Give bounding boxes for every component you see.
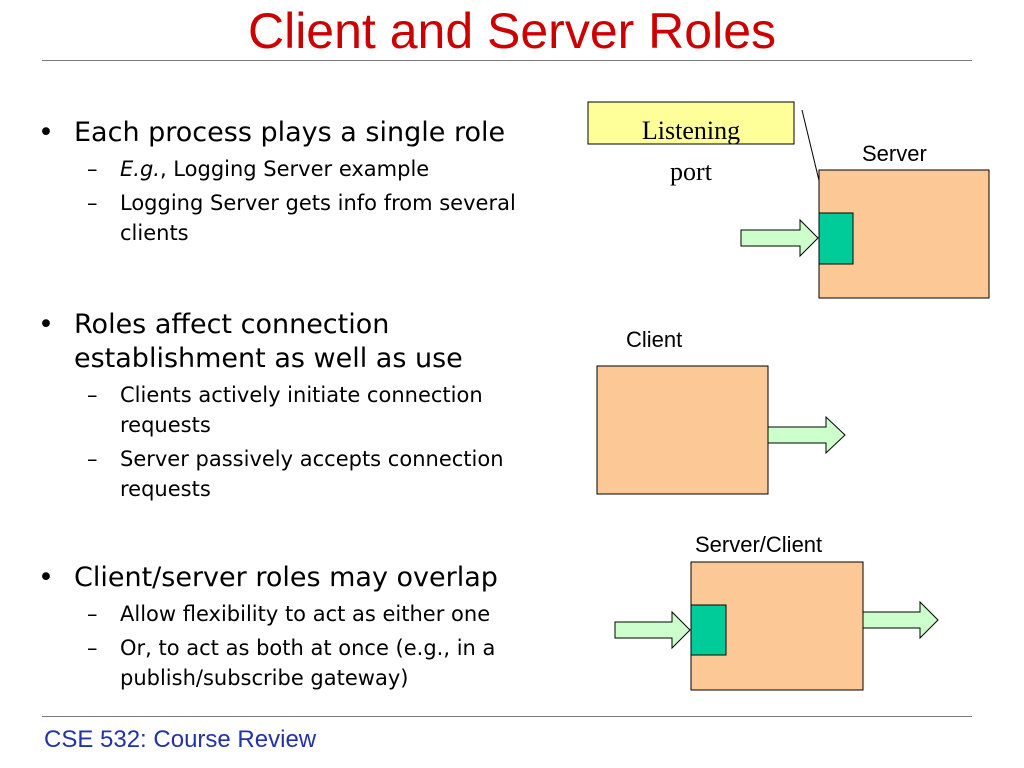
bullet-text: Each process plays a single role [74,117,506,148]
server-incoming-arrow [740,218,819,258]
bullet-section-3: •Client/server roles may overlap –Allow … [38,561,578,693]
sub-bullet-lead: E.g. [120,157,160,181]
client-outgoing-arrow [767,415,846,455]
sub-bullet-item: –Or, to act as both at once (e.g., in a … [87,636,496,690]
listening-port-label-line2: port [670,157,713,186]
bullet-text: Client/server roles may overlap [74,562,498,593]
sub-bullet-text: , Logging Server example [159,157,430,181]
listening-port-callout [587,101,795,145]
sub-bullet-text: Clients actively initiate connection req… [120,383,483,437]
slide-footer: CSE 532: Course Review [44,726,317,753]
sub-bullet-text: Or, to act as both at once (e.g., in a p… [120,636,496,690]
sub-bullet-text: Server passively accepts connection requ… [120,447,504,501]
listening-port-label-line1: Listening [642,116,740,145]
sub-bullet-item: –Clients actively initiate connection re… [87,383,483,437]
server-label: Server [862,141,927,166]
server-client-port [690,604,727,656]
bullet-section-2: •Roles affect connection establishment a… [38,308,578,504]
sub-bullet-item: –Logging Server gets info from several c… [87,191,516,245]
bullet-item: •Roles affect connection establishment a… [38,309,463,374]
bullet-item: •Client/server roles may overlap [38,562,498,593]
sub-bullet-text: Allow flexibility to act as either one [120,602,491,626]
sub-bullet-text: Logging Server gets info from several cl… [120,191,516,245]
sub-bullet-item: –E.g., Logging Server example [87,157,430,181]
bullet-item: •Each process plays a single role [38,117,506,148]
bullet-text: Roles affect connection establishment as… [74,309,463,374]
server-client-label: Server/Client [695,532,822,557]
server-client-incoming-arrow [614,610,691,650]
sub-bullet-item: –Allow flexibility to act as either one [87,602,491,626]
server-port [818,212,854,265]
bullet-section-1: •Each process plays a single role –E.g.,… [38,116,578,248]
client-label: Client [626,327,682,352]
slide-title: Client and Server Roles [247,3,777,59]
footer-divider [42,716,972,717]
client-box [596,365,769,495]
title-divider [42,60,972,61]
sub-bullet-item: –Server passively accepts connection req… [87,447,504,501]
server-client-outgoing-arrow [862,600,939,640]
